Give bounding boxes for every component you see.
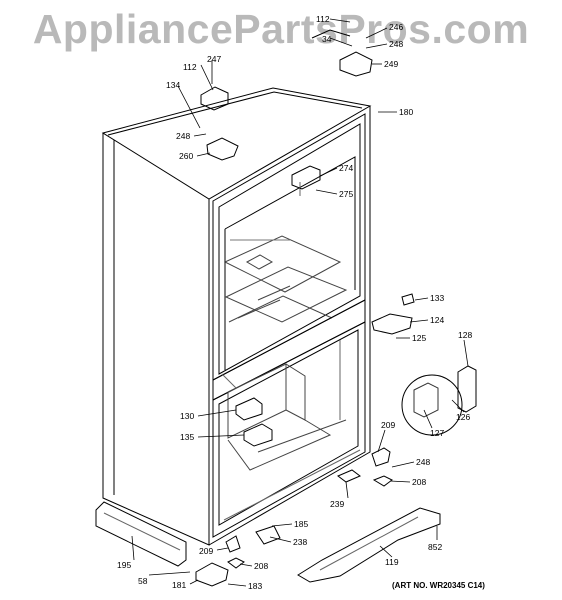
part-label: 260: [179, 151, 193, 161]
art-number: (ART NO. WR20345 C14): [392, 581, 485, 590]
part-label: 134: [166, 80, 180, 90]
part-label: 124: [430, 315, 444, 325]
fresh-food-compartment: [212, 113, 366, 381]
part-label: 58: [138, 576, 148, 586]
toe-grille: [297, 507, 441, 583]
part-label: 209: [199, 546, 213, 556]
part-label: 208: [254, 561, 268, 571]
part-208-right: [372, 475, 393, 487]
watermark: AppliancePartsPros.com: [32, 6, 530, 52]
bracket-274: [291, 165, 321, 190]
part-label: 128: [458, 330, 472, 340]
leader-lines: [131, 18, 469, 587]
part-label: 208: [412, 477, 426, 487]
part-label: 125: [412, 333, 426, 343]
part-128-module: [457, 365, 477, 413]
part-label: 248: [416, 457, 430, 467]
ice-bin-bracket: [221, 373, 237, 389]
part-label: 274: [339, 163, 353, 173]
part-130: [235, 397, 263, 421]
hinge-cover-right: [311, 29, 351, 39]
part-label: 34: [322, 34, 332, 44]
part-label: 248: [389, 39, 403, 49]
kick-plate-detail: [103, 512, 181, 551]
top-hinge-cover-left: [200, 86, 229, 111]
top-hinge-left: [206, 137, 239, 161]
part-133: [401, 293, 415, 306]
part-208-left: [227, 557, 245, 569]
toe-grille-detail: [319, 516, 419, 571]
part-label: 112: [316, 14, 330, 24]
part-label: 112: [183, 62, 197, 72]
part-label: 238: [293, 537, 307, 547]
top-hinge-right: [339, 51, 373, 77]
kick-plate: [95, 501, 187, 567]
part-label: 852: [428, 542, 442, 552]
part-label: 275: [339, 189, 353, 199]
part-238: [255, 525, 281, 545]
bracket-124: [371, 313, 413, 335]
mullion: [212, 299, 366, 401]
part-label: 119: [385, 557, 399, 567]
part-label: 185: [294, 519, 308, 529]
part-135: [243, 423, 273, 447]
part-label: 246: [389, 22, 403, 32]
part-label: 126: [456, 412, 470, 422]
part-label: 249: [384, 59, 398, 69]
part-181: [195, 562, 229, 587]
part-label: 180: [399, 107, 413, 117]
part-label: 209: [381, 420, 395, 430]
part-label: 127: [430, 428, 444, 438]
detail-circle: [401, 374, 463, 436]
part-127-housing: [413, 382, 439, 418]
part-label: 133: [430, 293, 444, 303]
part-labels: 112 246 34 248 249 112 247 134 180 248 2…: [117, 14, 472, 591]
part-label: 183: [248, 581, 262, 591]
part-label: 181: [172, 580, 186, 590]
part-label: 248: [176, 131, 190, 141]
freezer-compartment: [212, 321, 366, 538]
cabinet-outline: [101, 87, 372, 546]
part-239: [337, 469, 361, 483]
part-label: 195: [117, 560, 131, 570]
part-label: 247: [207, 54, 221, 64]
bottom-hinge-left: [225, 535, 241, 553]
part-label: 239: [330, 499, 344, 509]
part-label: 135: [180, 432, 194, 442]
bottom-hinge-right: [371, 447, 391, 467]
part-label: 130: [180, 411, 194, 421]
